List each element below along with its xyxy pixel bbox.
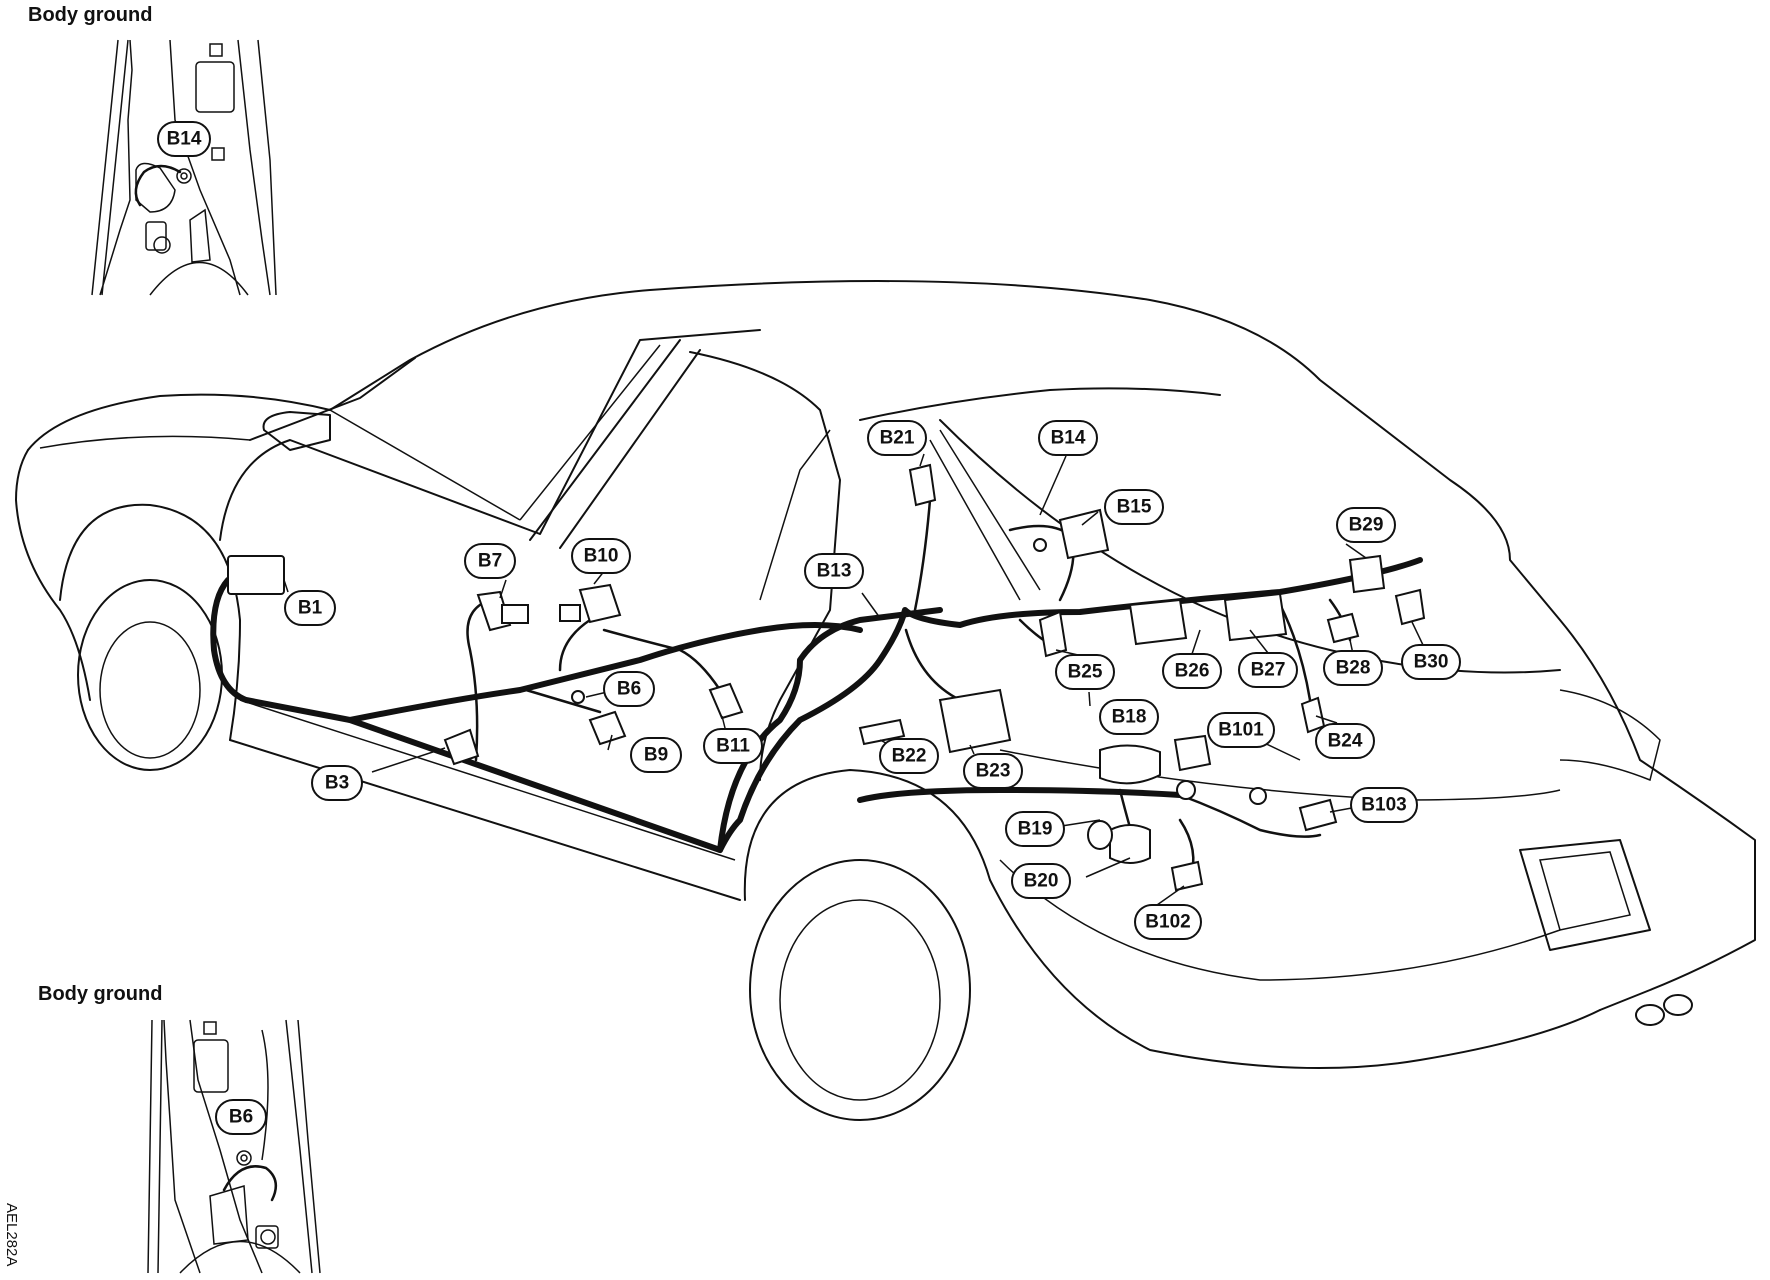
inset-top-pillar [91,39,277,296]
connector-label-b23: B23 [963,753,1023,789]
inset-bottom-connector-text: B6 [229,1107,253,1128]
connector-label-b102-text: B102 [1145,912,1190,933]
car-body [15,280,1756,1121]
connector-label-b25-text: B25 [1068,662,1103,683]
inset-bottom-connector-label: B6 [215,1099,267,1135]
harness-main [210,557,1423,853]
connector-label-b30-text: B30 [1414,652,1449,673]
connector-label-b18: B18 [1099,699,1159,735]
connector-label-b21: B21 [867,420,927,456]
connector-label-b28: B28 [1323,650,1383,686]
connector-label-b14-text: B14 [1051,428,1086,449]
connector-label-b13-text: B13 [817,561,852,582]
connector-label-b26: B26 [1162,653,1222,689]
connector-label-b11: B11 [703,728,763,764]
connector-label-b24-text: B24 [1328,731,1363,752]
connector-label-b28-text: B28 [1336,658,1371,679]
connector-label-b9: B9 [630,737,682,773]
connector-label-b3-text: B3 [325,773,349,794]
connector-label-b10: B10 [571,538,631,574]
connector-label-b25: B25 [1055,654,1115,690]
connector-label-b103-text: B103 [1361,795,1406,816]
connector-label-b20: B20 [1011,863,1071,899]
inset-top-connector-text: B14 [167,129,202,150]
connector-label-b15: B15 [1104,489,1164,525]
connector-label-b19: B19 [1005,811,1065,847]
connector-label-b24: B24 [1315,723,1375,759]
connector-label-b22-text: B22 [892,746,927,767]
connector-label-b27-text: B27 [1251,660,1286,681]
inset-top-connector-label: B14 [157,121,211,157]
connector-label-b1: B1 [284,590,336,626]
connector-glyphs [227,463,1426,892]
inset-bottom-pillar [147,1019,321,1274]
connector-label-b9-text: B9 [644,745,668,766]
connector-label-b29: B29 [1336,507,1396,543]
connector-label-b22: B22 [879,738,939,774]
connector-label-b6: B6 [603,671,655,707]
connector-label-b101-text: B101 [1218,720,1264,741]
connector-label-b15-text: B15 [1117,497,1152,518]
connector-label-b6-text: B6 [617,679,641,700]
inset-top-title: Body ground [28,4,153,26]
connector-label-b3: B3 [311,765,363,801]
connector-label-b30: B30 [1401,644,1461,680]
connector-label-b21-text: B21 [880,428,915,449]
connector-label-b23-text: B23 [976,761,1011,782]
connector-label-b29-text: B29 [1349,515,1384,536]
connector-label-b10-text: B10 [584,546,619,567]
connector-label-b7-text: B7 [478,551,502,572]
connector-label-b1-text: B1 [298,598,323,619]
inset-bottom-title: Body ground [38,983,163,1005]
connector-label-b101: B101 [1207,712,1275,748]
connector-label-b102: B102 [1134,904,1202,940]
connector-label-b27: B27 [1238,652,1298,688]
connector-label-b13: B13 [804,553,864,589]
connector-label-b14: B14 [1038,420,1098,456]
connector-label-b7: B7 [464,543,516,579]
connector-label-b26-text: B26 [1175,661,1210,682]
connector-label-b103: B103 [1350,787,1418,823]
connector-label-b11-text: B11 [716,736,750,757]
connector-label-b19-text: B19 [1018,819,1053,840]
connector-label-b18-text: B18 [1112,707,1147,728]
connector-label-b20-text: B20 [1024,871,1059,892]
